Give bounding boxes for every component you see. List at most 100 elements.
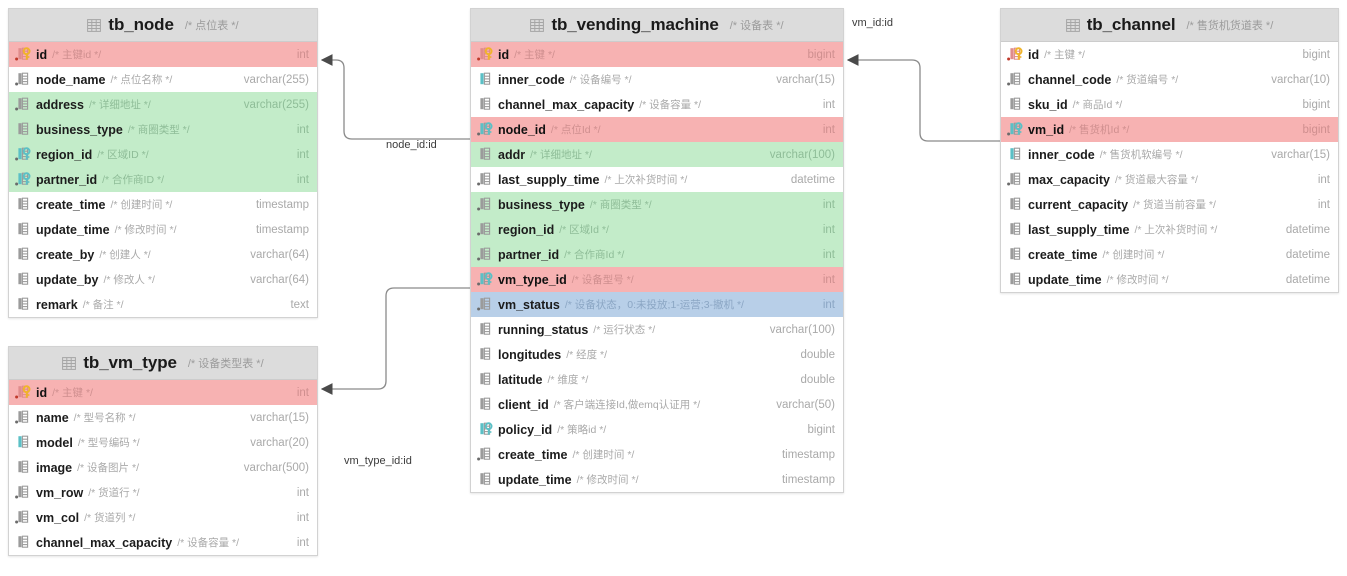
table-row[interactable]: partner_id/* 合作商ID */int	[9, 167, 317, 192]
column-icon	[480, 372, 491, 385]
unique-column-icon	[1010, 147, 1021, 160]
table-row[interactable]: create_time/* 创建时间 */timestamp	[9, 192, 317, 217]
table-row[interactable]: channel_code/* 货道编号 */varchar(10)	[1001, 67, 1338, 92]
table-row[interactable]: business_type/* 商圈类型 */int	[471, 192, 843, 217]
column-icon	[1010, 247, 1021, 260]
column-name: create_time	[36, 197, 106, 212]
table-row[interactable]: model/* 型号编码 */varchar(20)	[9, 430, 317, 455]
table-header-tb_vm_type[interactable]: tb_vm_type/* 设备类型表 */	[9, 347, 317, 380]
table-row[interactable]: current_capacity/* 货道当前容量 */int	[1001, 192, 1338, 217]
table-row[interactable]: running_status/* 运行状态 */varchar(100)	[471, 317, 843, 342]
column-type: varchar(64)	[250, 273, 309, 286]
table-row[interactable]: remark/* 备注 */text	[9, 292, 317, 317]
index-column-icon	[477, 172, 491, 186]
column-comment: /* 合作商ID */	[102, 174, 164, 186]
table-row[interactable]: update_time/* 修改时间 */datetime	[1001, 267, 1338, 292]
column-comment: /* 商圈类型 */	[589, 199, 652, 211]
table-header-tb_vending_machine[interactable]: tb_vending_machine/* 设备表 */	[471, 9, 843, 42]
column-comment: /* 主键 */	[1044, 49, 1085, 61]
table-row[interactable]: latitude/* 维度 */double	[471, 367, 843, 392]
table-row[interactable]: addr/* 详细地址 */varchar(100)	[471, 142, 843, 167]
fk-key-icon	[15, 172, 31, 186]
table-row[interactable]: max_capacity/* 货道最大容量 */int	[1001, 167, 1338, 192]
column-icon	[1010, 272, 1021, 285]
relation-label-rel-vmid: vm_id:id	[852, 17, 893, 29]
column-name: last_supply_time	[1028, 222, 1130, 237]
table-row[interactable]: name/* 型号名称 */varchar(15)	[9, 405, 317, 430]
table-row[interactable]: partner_id/* 合作商Id */int	[471, 242, 843, 267]
column-name: address	[36, 97, 84, 112]
column-name: latitude	[498, 372, 543, 387]
index-column-icon	[15, 97, 29, 111]
table-row[interactable]: longitudes/* 经度 */double	[471, 342, 843, 367]
table-row[interactable]: business_type/* 商圈类型 */int	[9, 117, 317, 142]
table-header-tb_node[interactable]: tb_node/* 点位表 */	[9, 9, 317, 42]
table-header-tb_channel[interactable]: tb_channel/* 售货机货道表 */	[1001, 9, 1338, 42]
table-row[interactable]: id/* 主键id */int	[9, 42, 317, 67]
table-row[interactable]: last_supply_time/* 上次补货时间 */datetime	[1001, 217, 1338, 242]
column-name: inner_code	[1028, 147, 1095, 162]
table-row[interactable]: node_id/* 点位Id */int	[471, 117, 843, 142]
table-row[interactable]: create_time/* 创建时间 */datetime	[1001, 242, 1338, 267]
table-comment: /* 点位表 */	[184, 20, 239, 32]
relation-line-rel-vmtype[interactable]	[320, 287, 470, 395]
column-icon	[480, 397, 491, 410]
table-row[interactable]: update_by/* 修改人 */varchar(64)	[9, 267, 317, 292]
table-row[interactable]: inner_code/* 设备编号 */varchar(15)	[471, 67, 843, 92]
table-row[interactable]: image/* 设备图片 */varchar(500)	[9, 455, 317, 480]
column-name: max_capacity	[1028, 172, 1111, 187]
table-row[interactable]: vm_id/* 售货机Id */bigint	[1001, 117, 1338, 142]
column-name: id	[36, 385, 48, 400]
table-row[interactable]: region_id/* 区域ID */int	[9, 142, 317, 167]
index-column-icon	[477, 197, 491, 211]
table-row[interactable]: inner_code/* 售货机软编号 */varchar(15)	[1001, 142, 1338, 167]
table-row[interactable]: policy_id/* 策略id */bigint	[471, 417, 843, 442]
table-card-tb_vending_machine[interactable]: tb_vending_machine/* 设备表 */id/* 主键 */big…	[470, 8, 844, 493]
table-row[interactable]: client_id/* 客户端连接Id,做emq认证用 */varchar(50…	[471, 392, 843, 417]
column-type: bigint	[1302, 48, 1331, 61]
table-row[interactable]: vm_status/* 设备状态，0:未投放;1-运营;3-撤机 */int	[471, 292, 843, 317]
pk-key-icon	[15, 47, 31, 61]
column-comment: /* 客户端连接Id,做emq认证用 */	[553, 399, 701, 411]
table-row[interactable]: region_id/* 区域Id */int	[471, 217, 843, 242]
column-comment: /* 详细地址 */	[88, 99, 151, 111]
fk-key-icon	[477, 122, 493, 136]
table-row[interactable]: address/* 详细地址 */varchar(255)	[9, 92, 317, 117]
table-row[interactable]: vm_row/* 货道行 */int	[9, 480, 317, 505]
table-row[interactable]: create_time/* 创建时间 */timestamp	[471, 442, 843, 467]
column-icon	[18, 460, 29, 473]
column-type: varchar(15)	[776, 73, 835, 86]
column-icon	[480, 347, 491, 360]
column-name: inner_code	[498, 72, 565, 87]
table-row[interactable]: channel_max_capacity/* 设备容量 */int	[9, 530, 317, 555]
table-row[interactable]: update_time/* 修改时间 */timestamp	[9, 217, 317, 242]
column-name: vm_col	[36, 510, 80, 525]
column-name: longitudes	[498, 347, 562, 362]
table-icon	[1065, 18, 1080, 32]
table-row[interactable]: vm_col/* 货道列 */int	[9, 505, 317, 530]
relation-line-rel-vmid[interactable]	[846, 54, 1000, 142]
index-column-icon	[477, 222, 491, 236]
table-row[interactable]: update_time/* 修改时间 */timestamp	[471, 467, 843, 492]
column-icon	[1010, 97, 1021, 110]
column-name: update_time	[1028, 272, 1102, 287]
column-name: vm_id	[1028, 122, 1065, 137]
relation-line-rel-node[interactable]	[320, 54, 470, 140]
column-name: name	[36, 410, 69, 425]
table-row[interactable]: id/* 主键 */bigint	[471, 42, 843, 67]
pk-key-icon	[1007, 47, 1023, 61]
table-row[interactable]: node_name/* 点位名称 */varchar(255)	[9, 67, 317, 92]
table-row[interactable]: vm_type_id/* 设备型号 */int	[471, 267, 843, 292]
table-row[interactable]: id/* 主键 */bigint	[1001, 42, 1338, 67]
table-row[interactable]: channel_max_capacity/* 设备容量 */int	[471, 92, 843, 117]
column-comment: /* 点位名称 */	[110, 74, 173, 86]
table-row[interactable]: create_by/* 创建人 */varchar(64)	[9, 242, 317, 267]
table-row[interactable]: last_supply_time/* 上次补货时间 */datetime	[471, 167, 843, 192]
table-row[interactable]: sku_id/* 商品Id */bigint	[1001, 92, 1338, 117]
column-comment: /* 运行状态 */	[593, 324, 656, 336]
table-row[interactable]: id/* 主键 */int	[9, 380, 317, 405]
